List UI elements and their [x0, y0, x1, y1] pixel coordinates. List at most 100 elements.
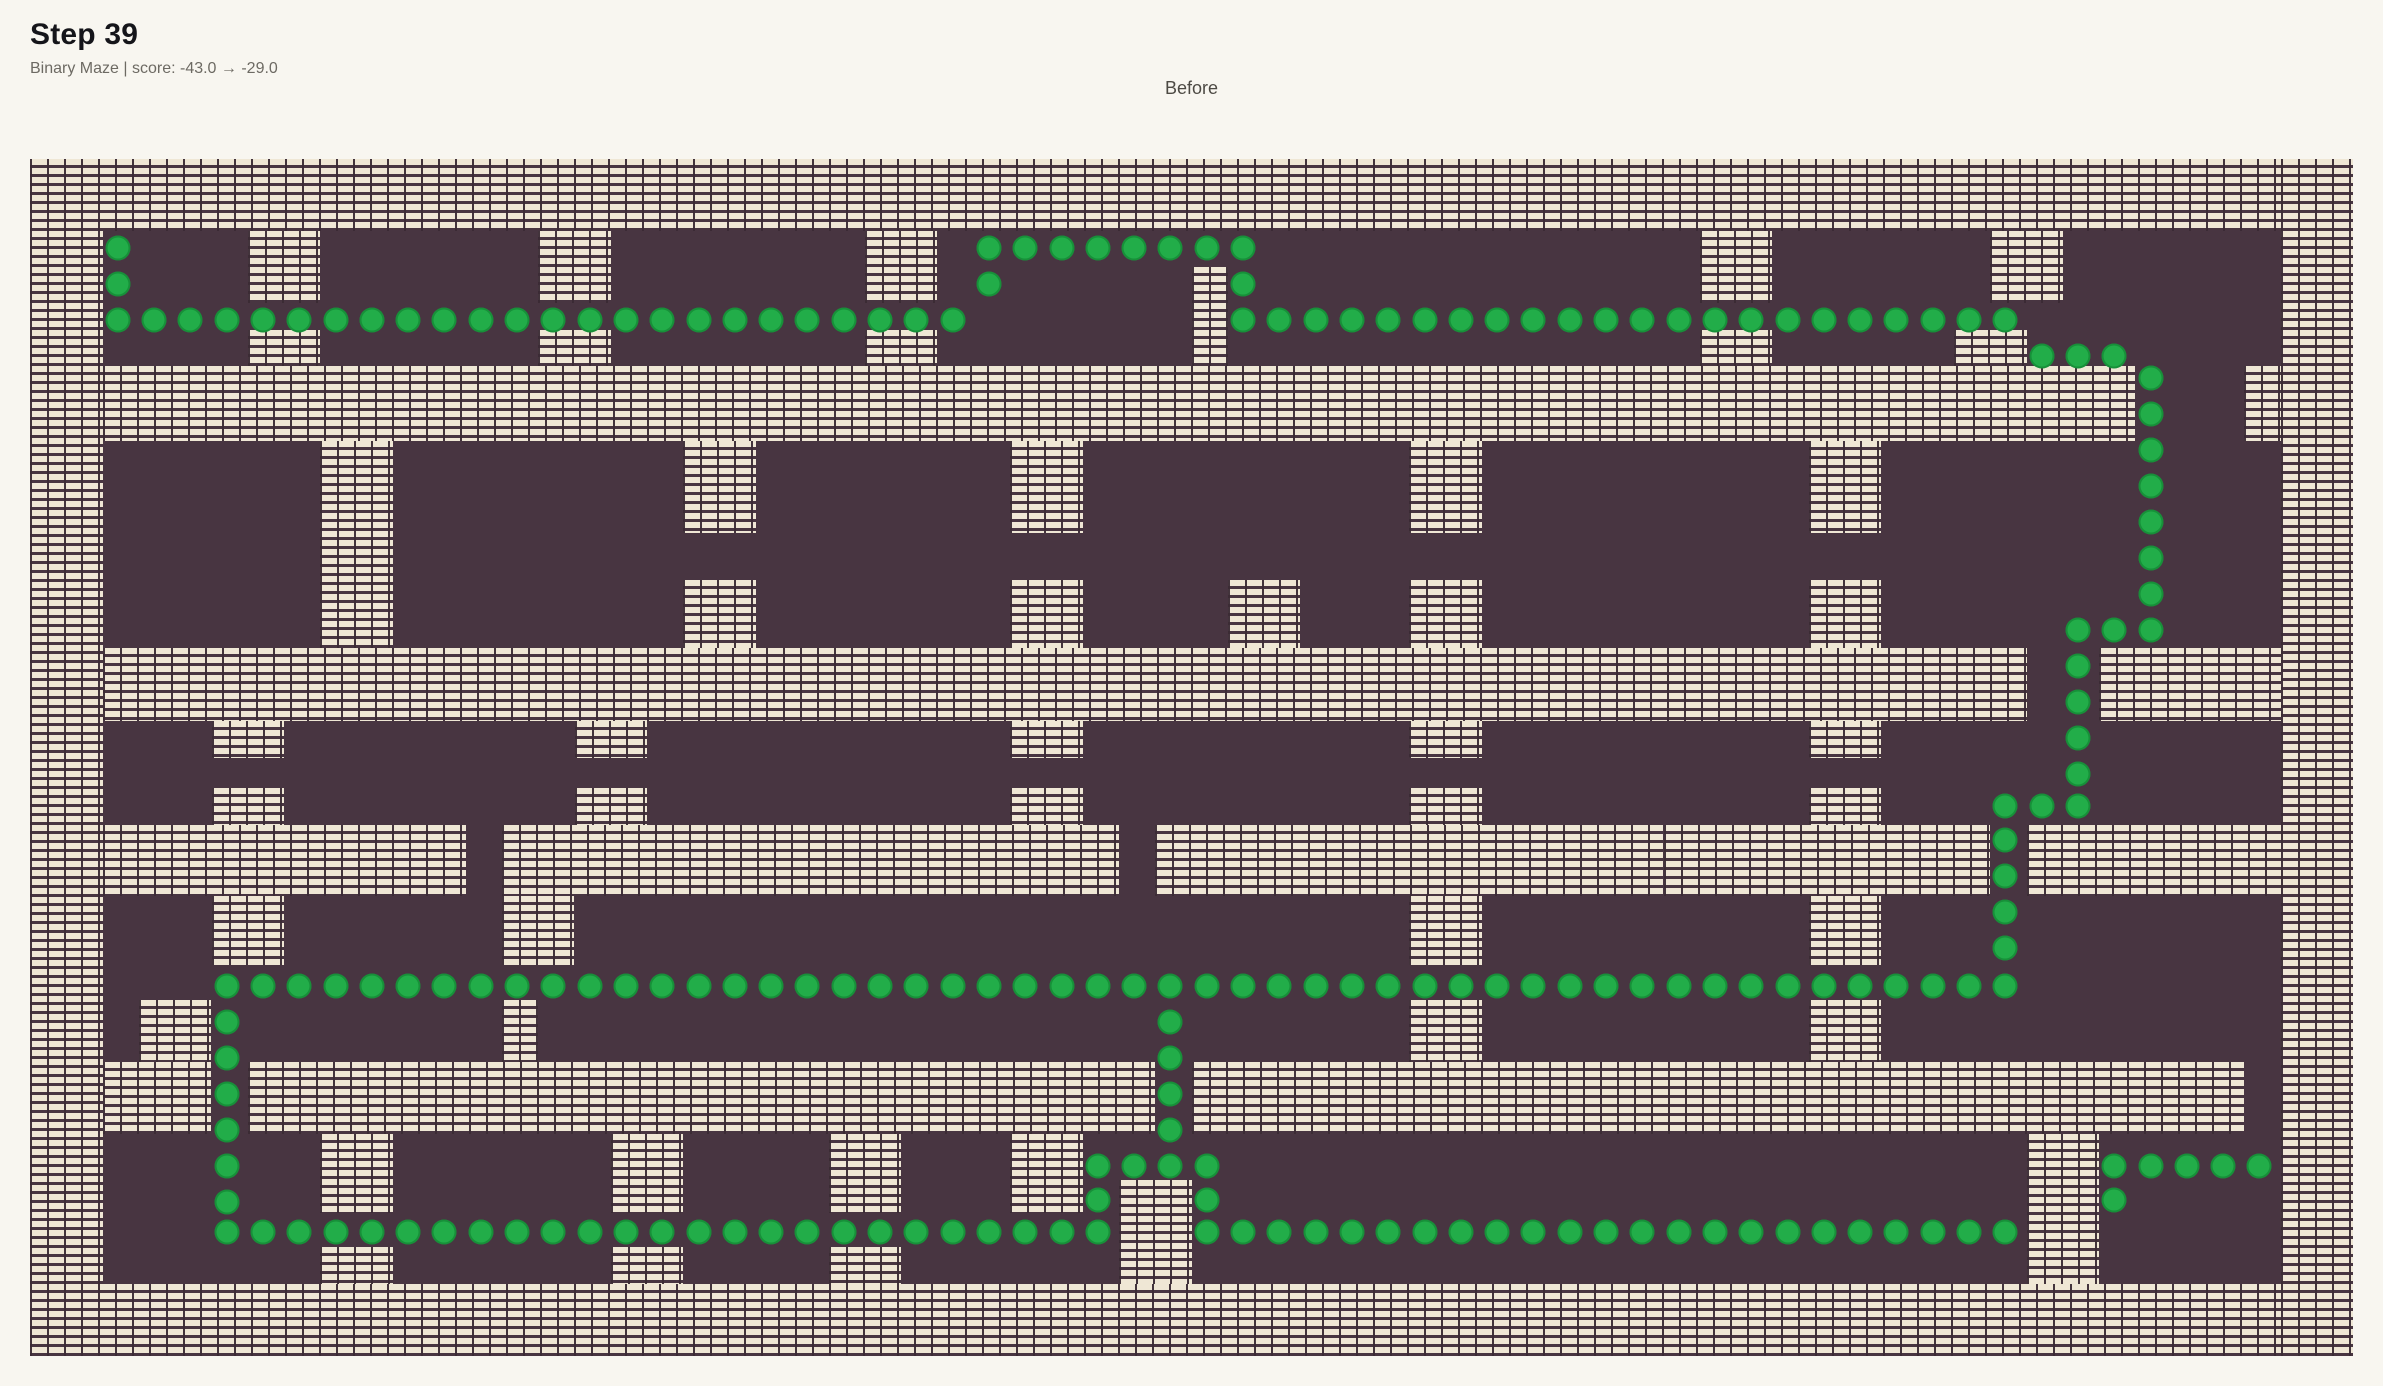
- path-dot: [1375, 307, 1401, 333]
- path-dot: [940, 307, 966, 333]
- path-dot: [1883, 973, 1909, 999]
- path-dot: [2138, 617, 2164, 643]
- path-dot: [214, 1189, 240, 1215]
- path-dot: [1920, 973, 1946, 999]
- maze-wall-brick: [1699, 330, 1773, 366]
- path-dot: [1920, 1219, 1946, 1245]
- before-label: Before: [1164, 78, 1219, 98]
- maze-wall-brick: [320, 1134, 393, 1213]
- path-dot: [1629, 307, 1655, 333]
- maze-wall-brick: [211, 896, 285, 965]
- path-dot: [468, 1219, 494, 1245]
- path-dot: [976, 973, 1002, 999]
- maze-wall-brick: [102, 825, 466, 896]
- path-dot: [1375, 1219, 1401, 1245]
- path-dot: [976, 235, 1002, 261]
- path-dot: [359, 1219, 385, 1245]
- maze-wall-brick: [574, 788, 648, 825]
- path-dot: [1920, 307, 1946, 333]
- path-dot: [1049, 973, 1075, 999]
- path-dot: [1992, 899, 2018, 925]
- maze-wall-brick: [828, 1247, 902, 1284]
- path-dot: [1847, 1219, 1873, 1245]
- path-dot: [286, 307, 312, 333]
- path-dot: [903, 1219, 929, 1245]
- path-dot: [214, 1153, 240, 1179]
- maze-wall-brick: [1808, 441, 1882, 533]
- path-dot: [2138, 509, 2164, 535]
- maze-wall-brick: [2244, 366, 2281, 441]
- path-dot: [250, 307, 276, 333]
- path-dot: [649, 307, 675, 333]
- maze-wall-brick: [1119, 1180, 1192, 1284]
- path-dot: [1557, 1219, 1583, 1245]
- path-dot: [286, 1219, 312, 1245]
- path-dot: [1303, 1219, 1329, 1245]
- path-dot: [867, 307, 893, 333]
- maze-wall-brick: [2026, 1134, 2100, 1284]
- maze-wall-brick: [320, 1247, 393, 1284]
- path-dot: [250, 973, 276, 999]
- path-dot: [976, 1219, 1002, 1245]
- maze-wall-brick: [501, 1000, 539, 1062]
- maze-wall-brick: [102, 1062, 212, 1134]
- path-dot: [1992, 827, 2018, 853]
- path-dot: [1375, 973, 1401, 999]
- path-dot: [1085, 235, 1111, 261]
- path-dot: [1085, 1219, 1111, 1245]
- path-dot: [1956, 973, 1982, 999]
- path-dot: [1593, 973, 1619, 999]
- path-dot: [1666, 973, 1692, 999]
- path-dot: [1557, 307, 1583, 333]
- path-dot: [1484, 1219, 1510, 1245]
- path-dot: [1157, 973, 1183, 999]
- path-dot: [1049, 1219, 1075, 1245]
- path-dot: [577, 1219, 603, 1245]
- path-dot: [1157, 1117, 1183, 1143]
- maze-wall-brick: [1191, 1062, 2245, 1134]
- path-dot: [1012, 235, 1038, 261]
- maze-wall-brick: [211, 788, 285, 825]
- path-dot: [1992, 935, 2018, 961]
- path-dot: [214, 1219, 240, 1245]
- path-dot: [141, 307, 167, 333]
- path-dot: [1520, 1219, 1546, 1245]
- path-dot: [323, 973, 349, 999]
- path-dot: [1992, 863, 2018, 889]
- path-dot: [1847, 307, 1873, 333]
- path-dot: [686, 973, 712, 999]
- maze-wall-brick: [864, 330, 938, 366]
- path-dot: [1303, 307, 1329, 333]
- path-dot: [323, 307, 349, 333]
- maze-wall-brick: [1010, 1134, 1083, 1213]
- path-dot: [2138, 545, 2164, 571]
- path-dot: [2101, 1153, 2127, 1179]
- path-dot: [1194, 1187, 1220, 1213]
- maze-wall-brick: [138, 1000, 212, 1062]
- path-dot: [758, 1219, 784, 1245]
- path-dot: [431, 973, 457, 999]
- path-dot: [1412, 973, 1438, 999]
- path-dot: [2065, 617, 2091, 643]
- path-dot: [686, 1219, 712, 1245]
- path-dot: [1157, 1153, 1183, 1179]
- path-dot: [2138, 581, 2164, 607]
- maze-wall-brick: [610, 1247, 684, 1284]
- path-dot: [2138, 437, 2164, 463]
- path-dot: [722, 973, 748, 999]
- path-dot: [1992, 307, 2018, 333]
- path-dot: [1629, 1219, 1655, 1245]
- path-dot: [1448, 307, 1474, 333]
- path-dot: [1992, 1219, 2018, 1245]
- path-dot: [1738, 973, 1764, 999]
- path-dot: [794, 1219, 820, 1245]
- path-dot: [504, 1219, 530, 1245]
- path-dot: [214, 307, 240, 333]
- path-dot: [1339, 973, 1365, 999]
- path-dot: [1666, 307, 1692, 333]
- path-dot: [1956, 1219, 1982, 1245]
- maze-wall-brick: [1409, 1000, 1482, 1062]
- path-dot: [1012, 1219, 1038, 1245]
- maze-wall-brick: [1808, 896, 1882, 965]
- path-dot: [1230, 235, 1256, 261]
